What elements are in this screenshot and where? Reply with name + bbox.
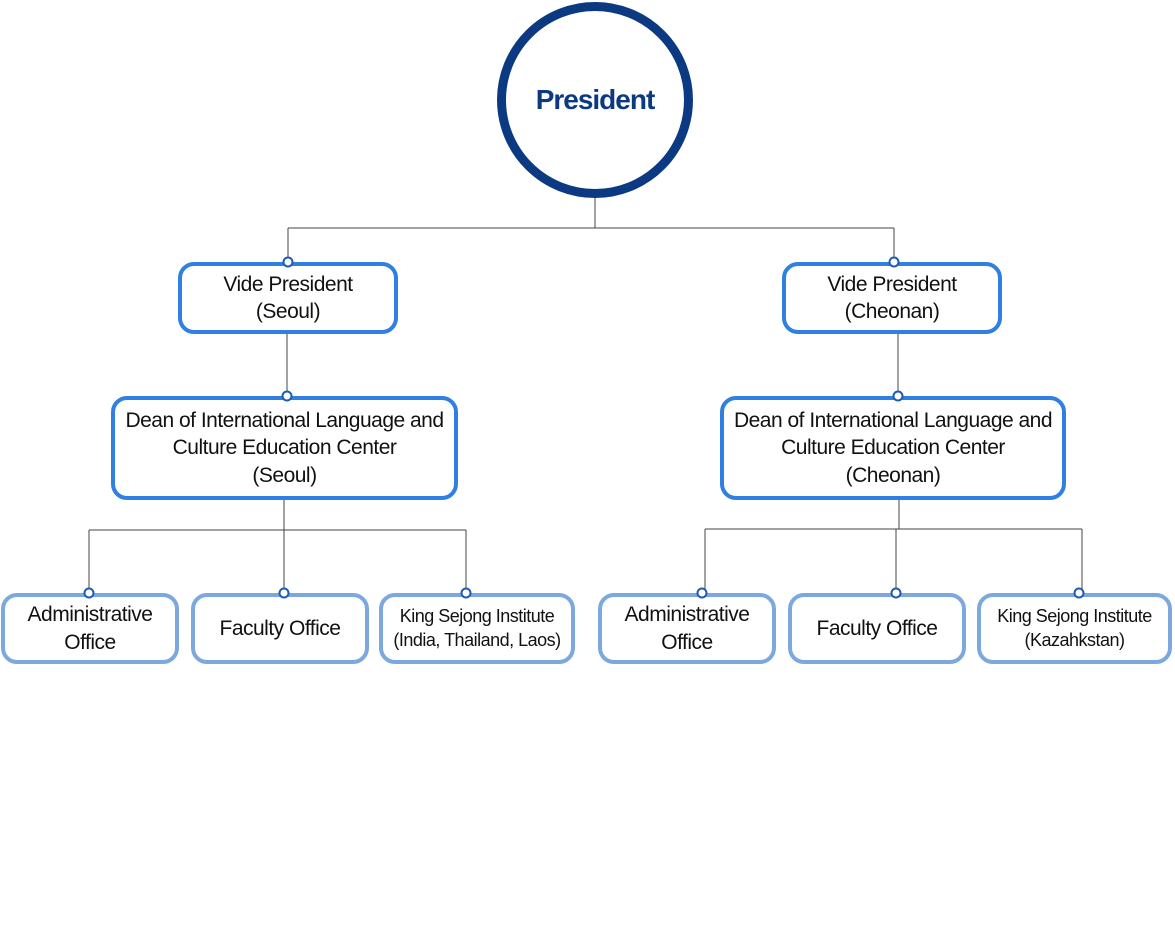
seoul-faculty-label: Faculty Office [219,616,342,640]
dean-seoul-node: Dean of International Language and Cultu… [111,396,458,500]
seoul-ksi-line2: (India, Thailand, Laos) [393,629,561,650]
vp-seoul-campus: (Seoul) [255,300,321,323]
seoul-admin-office-node: Administrative Office [1,593,179,664]
cheonan-admin-office-node: Administrative Office [598,593,776,664]
vp-cheonan-node: Vide President (Cheonan) [782,262,1002,334]
seoul-admin-line2: Office [64,630,116,654]
vp-cheonan-title: Vide President [827,272,957,296]
connector-dot-seoul-admin [83,587,95,599]
dean-cheonan-line2: Culture Education Center [781,436,1005,460]
seoul-faculty-office-node: Faculty Office [191,593,369,664]
dean-cheonan-node: Dean of International Language and Cultu… [720,396,1066,500]
president-node: President [497,2,693,198]
connector-dot-seoul-ksi [460,587,472,599]
president-label: President [535,84,656,115]
cheonan-faculty-label: Faculty Office [816,616,939,640]
cheonan-admin-line1: Administrative [624,603,750,627]
dean-cheonan-line1: Dean of International Language and [733,409,1053,433]
vp-seoul-title: Vide President [223,272,353,296]
connector-dot-dean-cheonan [892,390,904,402]
cheonan-king-sejong-node: King Sejong Institute (Kazahkstan) [977,593,1172,664]
connector-dot-cheonan-admin [696,587,708,599]
vp-cheonan-campus: (Cheonan) [844,300,940,323]
connector-dot-vp-seoul [282,256,294,268]
dean-seoul-line2: Culture Education Center [172,436,397,460]
seoul-admin-line1: Administrative [27,603,153,627]
connector-dot-cheonan-ksi [1073,587,1085,599]
cheonan-faculty-office-node: Faculty Office [788,593,966,664]
seoul-king-sejong-node: King Sejong Institute (India, Thailand, … [379,593,575,664]
seoul-ksi-line1: King Sejong Institute [399,606,555,627]
cheonan-ksi-line2: (Kazahkstan) [1024,629,1125,650]
connector-dot-cheonan-faculty [890,587,902,599]
connector-dot-vp-cheonan [888,256,900,268]
dean-seoul-line1: Dean of International Language and [125,409,444,433]
cheonan-admin-line2: Office [661,630,713,654]
vp-seoul-node: Vide President (Seoul) [178,262,398,334]
connector-dot-dean-seoul [281,390,293,402]
dean-cheonan-line3: (Cheonan) [845,463,941,487]
connector-dot-seoul-faculty [278,587,290,599]
dean-seoul-line3: (Seoul) [252,463,317,487]
cheonan-ksi-line1: King Sejong Institute [997,606,1152,627]
